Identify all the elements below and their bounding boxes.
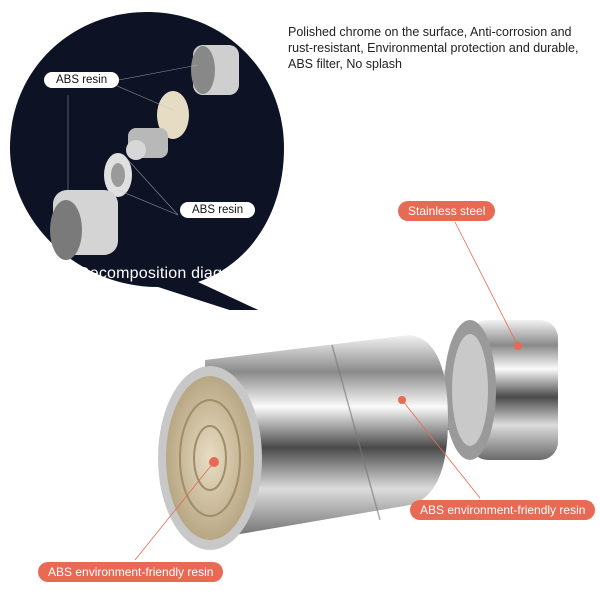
callout-abs-right: ABS environment-friendly resin xyxy=(410,500,596,520)
callout-stainless-steel: Stainless steel xyxy=(398,201,496,221)
label-abs-resin-top: ABS resin xyxy=(44,72,120,88)
callout-abs-left: ABS environment-friendly resin xyxy=(38,562,224,582)
part-cap-top xyxy=(191,45,239,95)
connector-lines xyxy=(67,64,199,216)
exploded-parts xyxy=(50,45,239,260)
part-filter-disc xyxy=(157,91,189,139)
rear-cylinder xyxy=(444,320,558,460)
front-face xyxy=(158,366,262,550)
part-ring xyxy=(104,153,132,197)
product-description: Polished chrome on the surface, Anti-cor… xyxy=(288,25,579,71)
bubble-title: Decomposition diagram xyxy=(78,265,251,282)
ball-joint xyxy=(440,370,480,430)
label-abs-resin-bottom: ABS resin xyxy=(180,202,256,218)
part-joint xyxy=(126,128,168,160)
part-outer-shell xyxy=(50,190,118,260)
